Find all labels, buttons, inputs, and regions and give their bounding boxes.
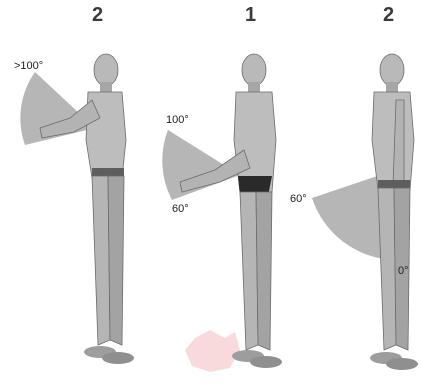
angle-label-over-100: >100° <box>14 60 43 72</box>
panel-number-middle: 1 <box>245 4 256 27</box>
panel-number-left: 2 <box>92 4 103 27</box>
figure-left <box>20 54 134 364</box>
angle-label-0: 0° <box>398 265 409 277</box>
figure-right <box>312 54 418 370</box>
panel-number-right: 2 <box>383 4 394 27</box>
angle-label-60-middle: 60° <box>172 203 189 215</box>
angle-label-100: 100° <box>166 114 189 126</box>
watermark-logo <box>185 330 240 372</box>
angle-label-60-right: 60° <box>290 193 307 205</box>
